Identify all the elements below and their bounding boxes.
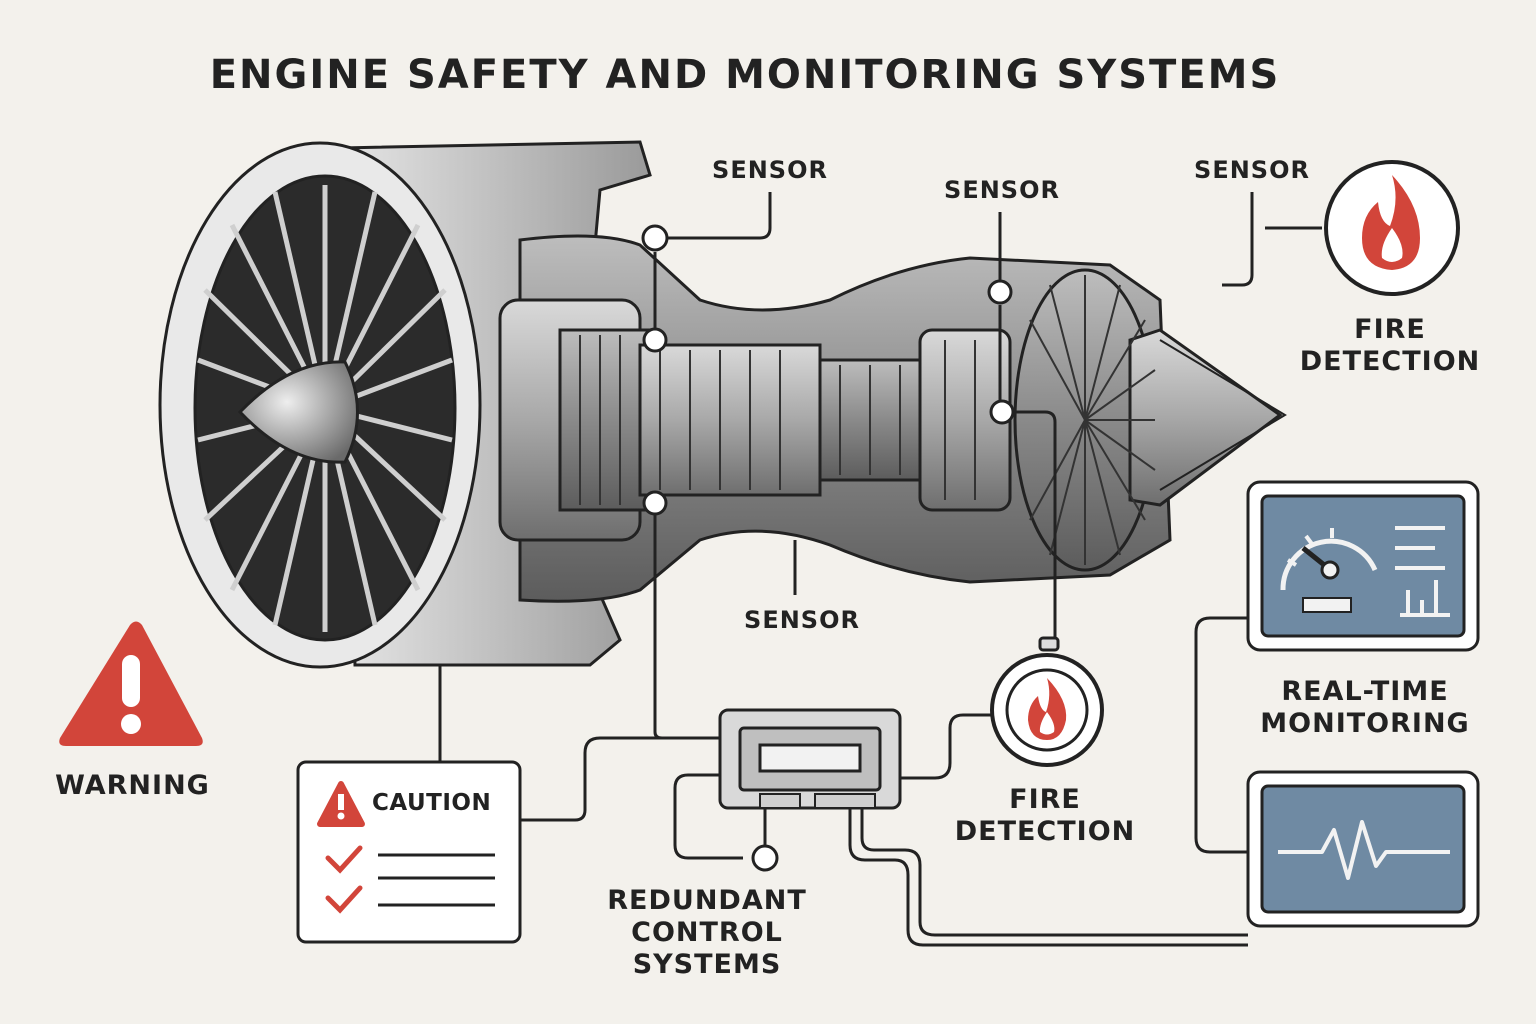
fire-detection-bottom-line1: FIRE	[1009, 784, 1081, 815]
monitoring-line2: MONITORING	[1260, 707, 1470, 739]
sensor-point-turbine	[989, 399, 1015, 425]
flame-icon	[1362, 175, 1420, 270]
fire-detection-bottom-line2: DETECTION	[954, 815, 1136, 847]
waveform-icon	[1278, 820, 1450, 880]
compressor-blades	[579, 335, 976, 505]
fire-detection-bottom-label: FIRE DETECTION	[945, 784, 1145, 848]
monitoring-label: REAL-TIME MONITORING	[1240, 676, 1490, 740]
engine-body	[338, 140, 1287, 667]
sensor-point-casing	[987, 279, 1013, 305]
warning-triangle-icon	[59, 621, 203, 746]
redundant-control-label: REDUNDANT CONTROL SYSTEMS	[582, 885, 832, 981]
sensor-label-compressor-top: SENSOR	[944, 176, 1060, 204]
redundant-line3: SYSTEMS	[632, 948, 782, 980]
spinner-cone	[237, 360, 359, 464]
sensor-point-fan-top	[641, 224, 669, 252]
fire-detection-top-label: FIRE DETECTION	[1290, 314, 1490, 378]
check-icon	[325, 885, 363, 914]
sensor-label-exhaust-top: SENSOR	[1194, 156, 1310, 184]
flame-icon	[1028, 678, 1067, 740]
fire-detection-top-line2: DETECTION	[1299, 345, 1481, 377]
leader-lines	[438, 192, 1322, 947]
warning-label: WARNING	[55, 770, 210, 801]
sensor-points	[641, 224, 1015, 872]
fire-detection-top-line1: FIRE	[1354, 314, 1426, 345]
caution-label: CAUTION	[372, 790, 492, 816]
sensor-point-compressor	[642, 327, 668, 353]
sensor-label-bottom: SENSOR	[744, 606, 860, 634]
control-unit	[718, 708, 902, 810]
sensor-point-redundant	[751, 844, 779, 872]
caution-card	[296, 760, 522, 944]
page-title: ENGINE SAFETY AND MONITORING SYSTEMS	[209, 52, 1281, 98]
monitor-waveform	[1246, 770, 1480, 928]
check-icon	[325, 845, 363, 874]
sensor-point-compressor-low	[642, 490, 668, 516]
sensor-label-fan-top: SENSOR	[712, 156, 828, 184]
monitoring-line1: REAL-TIME	[1281, 676, 1449, 707]
fire-detection-bottom	[990, 636, 1104, 767]
redundant-line1: REDUNDANT	[607, 885, 807, 916]
turbine-blades	[1029, 275, 1156, 565]
fire-detection-top	[1324, 160, 1460, 296]
redundant-line2: CONTROL	[631, 916, 783, 948]
gauge-icon	[1280, 528, 1378, 613]
monitor-gauge	[1246, 480, 1480, 652]
